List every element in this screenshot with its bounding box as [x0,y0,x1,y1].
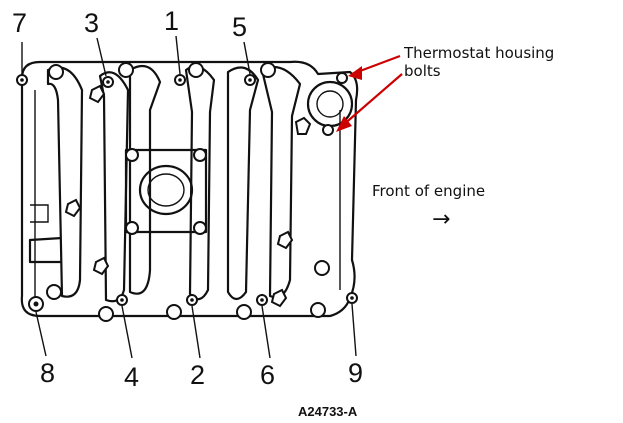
bolt-label-3: 3 [84,8,99,38]
bolt-6 [256,294,268,306]
thermostat-label-line2: bolts [404,62,441,80]
bolt-label-6: 6 [260,360,275,390]
bolt-sequence-labels: 7 3 1 5 8 4 2 6 9 [12,6,363,392]
bolt-2 [186,294,198,306]
bolt-label-9: 9 [348,358,363,388]
thermostat-callout: Thermostat housing bolts [336,44,554,132]
figure-reference-code: A24733-A [298,404,358,419]
thermostat-label-line1: Thermostat housing [403,44,554,62]
callout-arrowhead-lower [336,116,352,132]
bolt-label-1: 1 [164,6,179,36]
throttle-body-mount [124,148,208,235]
bolt-1 [174,74,186,86]
bolt-3 [102,76,114,88]
bolt-4 [116,294,128,306]
bolt-label-4: 4 [124,362,139,392]
bolt-label-2: 2 [190,360,205,390]
bolt-label-7: 7 [12,8,27,38]
front-of-engine-note: Front of engine → [372,182,485,232]
leader-lines [21,35,357,359]
front-direction-arrow-icon: → [432,207,450,232]
bolt-8 [28,296,44,312]
bolt-5 [244,74,256,86]
callout-arrowhead-upper [348,66,362,80]
bolt-label-5: 5 [232,12,247,42]
bolt-9 [346,292,358,304]
manifold-bolts [16,62,358,322]
callout-arrow-lower [341,73,403,127]
thermostat-housing [294,72,354,136]
bolt-label-8: 8 [40,358,55,388]
front-of-engine-label: Front of engine [372,182,485,200]
bolt-7 [16,74,28,86]
intake-runners [46,64,302,303]
